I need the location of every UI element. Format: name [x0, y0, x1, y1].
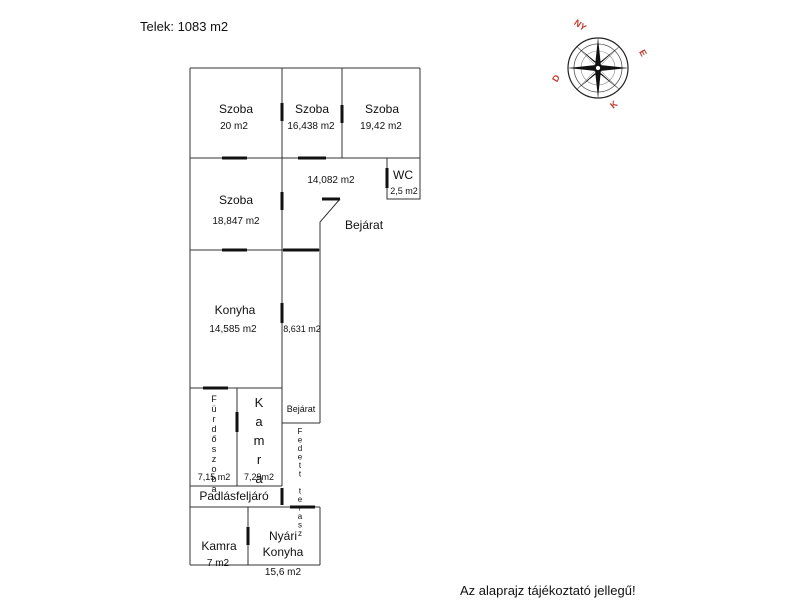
- compass-letter-e: E: [637, 48, 649, 58]
- furdoszoba-area: 7,15 m2: [198, 472, 231, 482]
- kamra2-name: Kamra: [201, 539, 237, 553]
- szoba2-area: 16,438 m2: [287, 121, 335, 132]
- wc-area: 2,5 m2: [390, 186, 418, 196]
- konyha-name: Konyha: [215, 303, 256, 317]
- compass-rose-icon: [567, 37, 629, 99]
- hall-area: 14,082 m2: [307, 175, 355, 186]
- padlasfeljaro-name: Padlásfeljáró: [199, 489, 269, 503]
- kamra2-area: 7 m2: [207, 558, 230, 569]
- compass-letter-ny: NY: [572, 17, 588, 32]
- szoba1-area: 20 m2: [220, 121, 248, 132]
- disclaimer: Az alaprajz tájékoztató jellegű!: [460, 583, 636, 598]
- entrance-label-2: Bejárat: [287, 404, 316, 414]
- szoba1-name: Szoba: [219, 102, 253, 116]
- doors: [203, 103, 389, 545]
- nyari-konyha-line2: Konyha: [263, 545, 304, 559]
- szoba2-name: Szoba: [295, 102, 329, 116]
- entrance-label-1: Bejárat: [345, 218, 384, 232]
- nyari-konyha-line1: Nyári: [269, 529, 297, 543]
- fedett-terasz-name: Fedett terasz: [296, 427, 305, 538]
- kamra1-area: 7,29m2: [244, 472, 274, 482]
- szoba4-name: Szoba: [219, 193, 253, 207]
- compass-letter-k: K: [608, 98, 620, 110]
- wc-name: WC: [393, 168, 413, 182]
- szoba4-area: 18,847 m2: [212, 216, 260, 227]
- corridor-area: 8,631 m2: [283, 324, 321, 334]
- kamra1-name: Kamra: [252, 395, 267, 490]
- nyari-konyha-area: 15,6 m2: [265, 567, 302, 578]
- konyha-area: 14,585 m2: [209, 324, 257, 335]
- plot-label: Telek: 1083 m2: [140, 19, 229, 34]
- szoba3-name: Szoba: [365, 102, 399, 116]
- compass-letter-d: D: [550, 73, 562, 84]
- szoba3-area: 19,42 m2: [360, 121, 402, 132]
- furdoszoba-name: Fürdőszoba: [209, 394, 219, 494]
